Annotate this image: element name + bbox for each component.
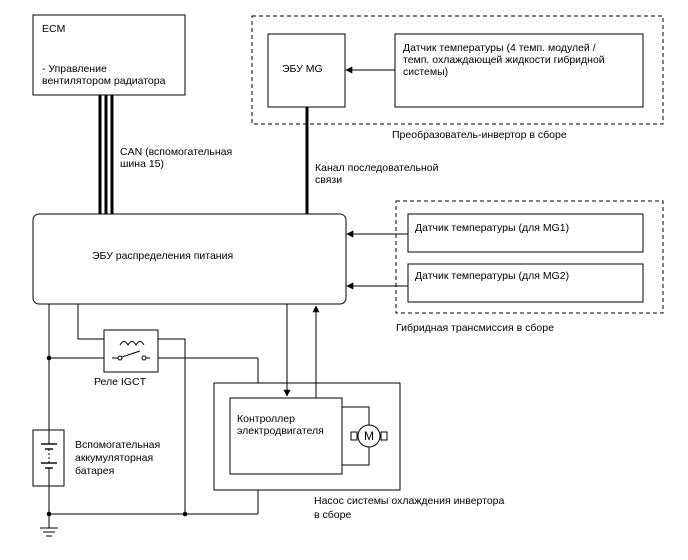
can-bus-label-line2: шина 15) — [120, 158, 164, 170]
mg2-sensor-label: Датчик температуры (для MG2) — [415, 270, 569, 282]
serial-link-label-line2: связи — [315, 174, 342, 186]
pump-assembly-label-line1: Насос системы охлаждения инвертора — [314, 495, 505, 507]
can-bus-label-line1: CAN (вспомогательная — [120, 146, 232, 158]
ecm-function-line1: - Управление — [42, 63, 107, 75]
pump-assembly-label-line2: в сборе — [314, 509, 351, 521]
battery-label-line1: Вспомогательная — [75, 439, 160, 451]
relay-switch-icon — [121, 350, 141, 358]
inverter-temp-sensor-line1: Датчик температуры (4 темп. модулей / — [403, 42, 596, 54]
inverter-assembly-label: Преобразователь-инвертор в сборе — [392, 129, 567, 141]
motor-symbol: M — [364, 429, 374, 443]
motor-controller-line1: Контроллер — [237, 413, 295, 425]
inverter-temp-sensor-line2: темп. охлаждающей жидкости гибридной — [403, 54, 605, 66]
power-ecu-label: ЭБУ распределения питания — [92, 250, 233, 262]
mg1-sensor-label: Датчик температуры (для MG1) — [415, 222, 569, 234]
auxiliary-battery — [32, 429, 65, 487]
igct-relay — [103, 329, 159, 373]
mg2-sensor-box — [407, 263, 644, 303]
hybrid-transmission-assembly: Датчик температуры (для MG1) Датчик темп… — [346, 200, 664, 314]
relay-contact-icon — [141, 355, 147, 361]
ecm-title: ECM — [42, 23, 65, 35]
motor-icon — [357, 424, 381, 448]
mg-ecu-label: ЭБУ MG — [282, 63, 323, 75]
power-distribution-ecu: ЭБУ распределения питания — [32, 213, 347, 305]
motor-controller-line2: электродвигателя — [237, 425, 324, 437]
inverter-assembly: ЭБУ MG Датчик температуры (4 темп. модул… — [251, 15, 664, 125]
junction-dots — [46, 355, 188, 517]
motor-controller-box — [229, 397, 343, 475]
ground-icon — [40, 527, 58, 537]
hybrid-transmission-label: Гибридная трансмиссия в сборе — [396, 322, 554, 334]
battery-label-line2: аккумуляторная — [75, 452, 153, 464]
inverter-temp-sensor-box — [394, 33, 644, 108]
relay-contact-icon — [117, 355, 123, 361]
relay-label: Реле IGCT — [94, 376, 147, 388]
mg1-sensor-box — [407, 213, 644, 253]
mg-ecu-box — [267, 33, 346, 108]
ecm-block: ECM - Управление вентилятором радиатора — [32, 14, 186, 96]
ecm-function-line2: вентилятором радиатора — [42, 75, 166, 87]
relay-coil-icon — [119, 341, 145, 347]
serial-link-label-line1: Канал последовательной — [315, 162, 439, 174]
inverter-temp-sensor-line3: системы) — [403, 66, 448, 78]
inverter-pump-assembly: Контроллер электродвигателя M — [213, 382, 401, 491]
battery-label-line3: батарея — [75, 465, 114, 477]
can-bus-lines — [98, 95, 114, 214]
